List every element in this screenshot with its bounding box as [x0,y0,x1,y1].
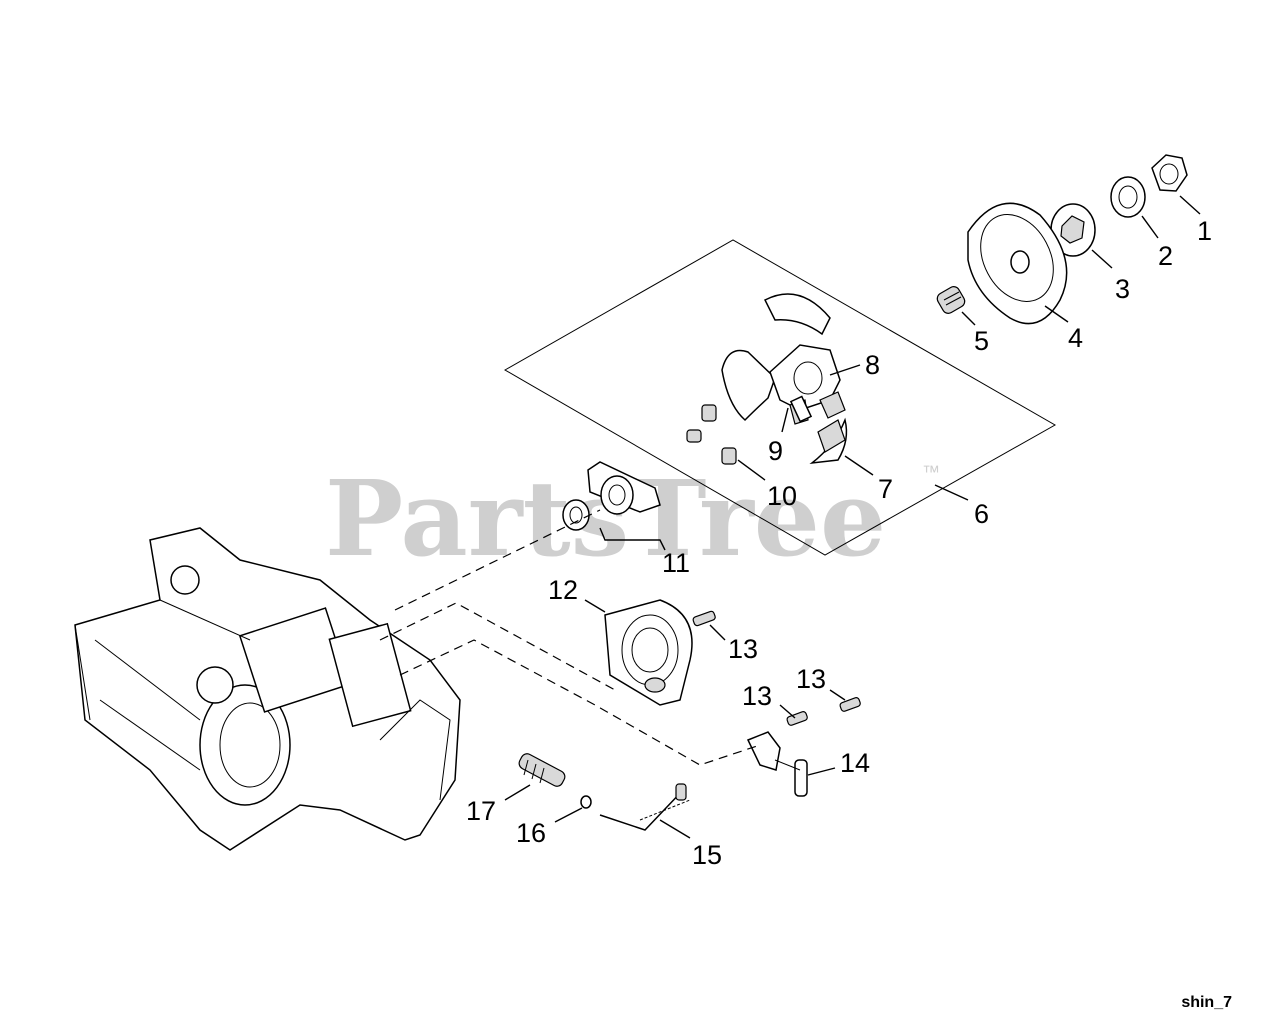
callout-10: 10 [767,481,797,511]
part-needle-bearing[interactable] [935,284,967,315]
part-lever[interactable] [746,731,808,797]
part-o-ring[interactable] [580,795,592,809]
callout-13a: 13 [728,634,758,664]
part-screw-a[interactable] [692,610,716,627]
watermark-trademark: ™ [922,462,940,482]
part-adjusting-pin[interactable] [517,752,567,789]
callout-1: 1 [1197,216,1212,246]
callout-3: 3 [1115,274,1130,304]
callout-11: 11 [662,548,690,578]
callout-13c: 13 [796,664,826,694]
callout-17: 17 [466,796,496,826]
part-spring-bracket[interactable] [789,395,813,423]
callout-7: 7 [878,474,893,504]
callout-9: 9 [768,436,783,466]
part-clutch-drum[interactable] [966,202,1068,325]
part-washer[interactable] [1110,176,1146,218]
part-sprocket[interactable] [1050,203,1096,257]
callout-13b: 13 [742,681,772,711]
part-clutch-shoes[interactable] [721,293,848,465]
callout-4: 4 [1068,323,1083,353]
callout-5: 5 [974,326,989,356]
callout-14: 14 [840,748,870,778]
callout-2: 2 [1158,241,1173,271]
part-screw-b[interactable] [786,711,808,726]
callout-6: 6 [974,499,989,529]
part-nut[interactable] [1151,154,1188,192]
callout-15: 15 [692,840,722,870]
clutch-assembly-outline [503,239,1057,556]
callout-16: 16 [516,818,546,848]
part-oil-pump-rod[interactable] [599,783,691,831]
part-crankcase [74,527,461,851]
part-screw-c[interactable] [839,697,861,712]
part-clutch-springs[interactable] [686,404,737,465]
callout-8: 8 [865,350,880,380]
diagram-code-label: shin_7 [1181,994,1232,1011]
callout-12: 12 [548,575,578,605]
part-guide-plate[interactable] [604,599,693,706]
